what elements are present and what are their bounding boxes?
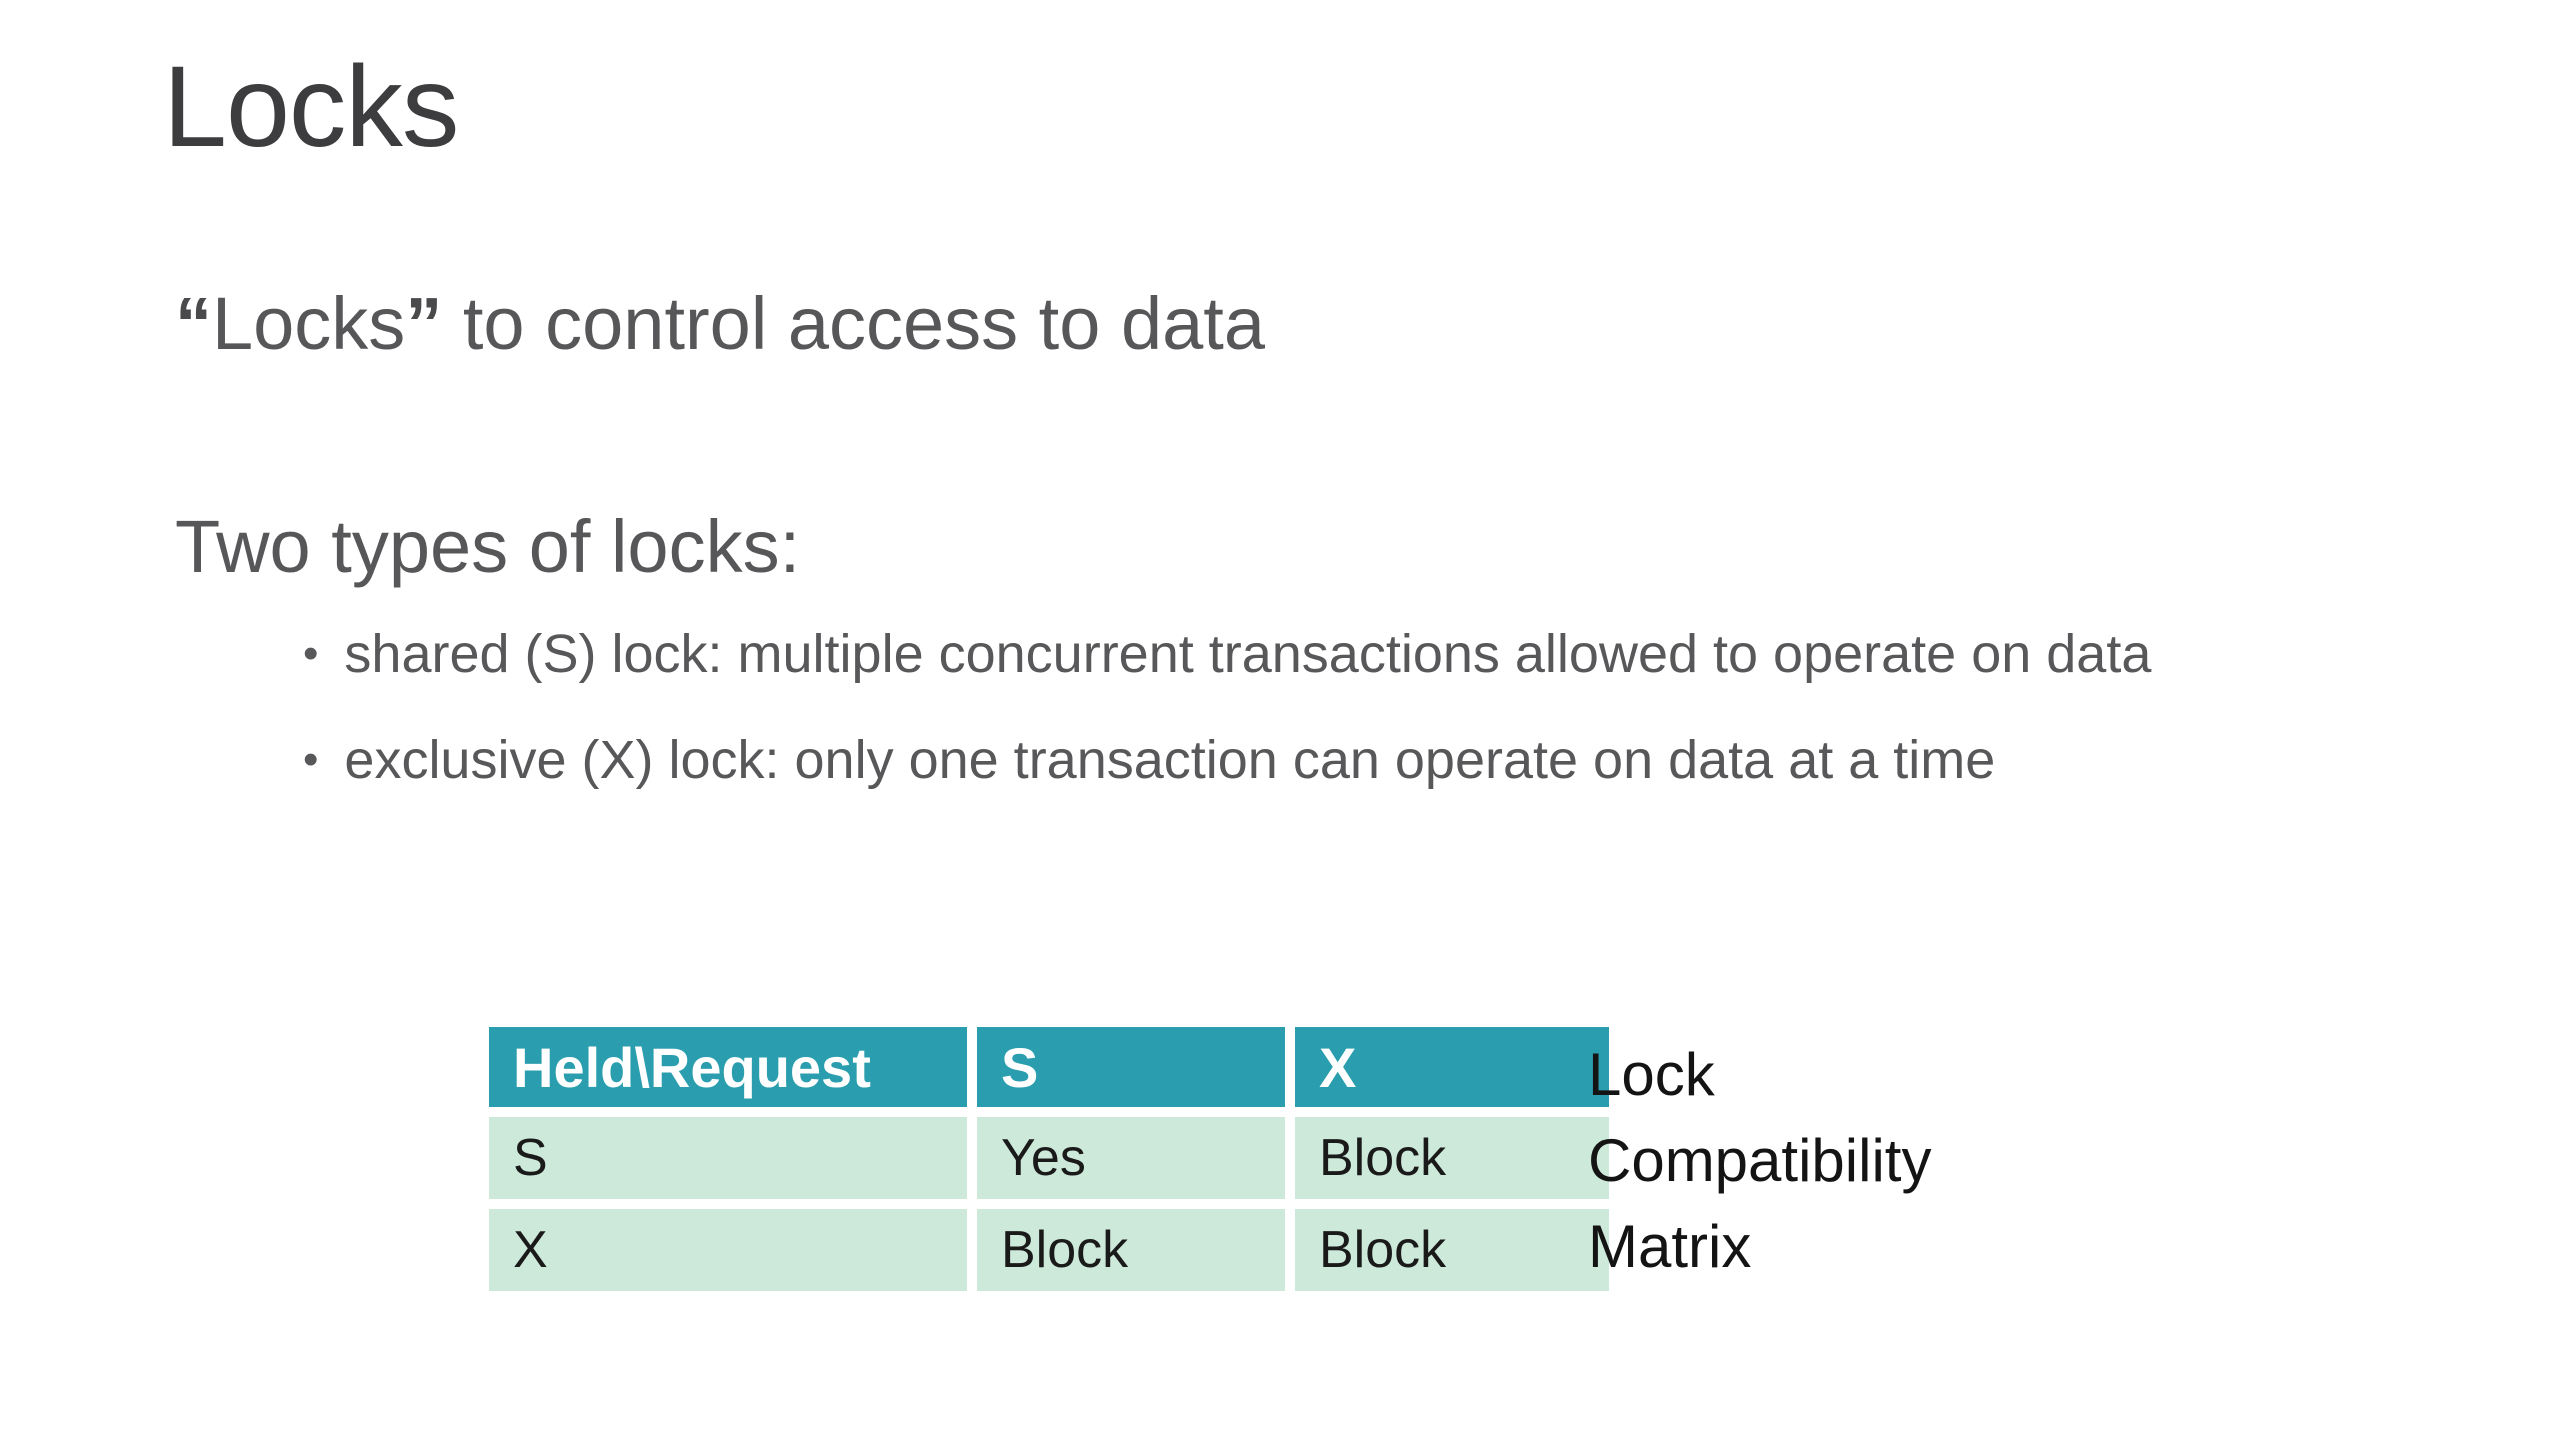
subtitle-rest: to control access to data [442,282,1265,365]
row-label-s: S [489,1117,967,1199]
cell-x-s: Block [977,1209,1285,1291]
bullet-icon: • [303,629,319,678]
list-item: • exclusive (X) lock: only one transacti… [303,718,2443,802]
bullet-text-exclusive-lock: exclusive (X) lock: only one transaction… [344,730,1996,790]
caption-line: Lock [1588,1041,1715,1108]
header-cell-x: X [1295,1027,1609,1107]
table-caption: Lock Compatibility Matrix [1588,1032,1931,1290]
table-body: S Yes Block X Block Block [489,1117,1609,1291]
caption-line: Compatibility [1588,1127,1932,1194]
section-heading: Two types of locks: [175,505,801,588]
table-header-row: Held\Request S X [489,1027,1609,1107]
bullet-text-shared-lock: shared (S) lock: multiple concurrent tra… [344,624,2152,684]
bullet-list: • shared (S) lock: multiple concurrent t… [303,612,2443,824]
header-cell-s: S [977,1027,1285,1107]
table-header: Held\Request S X [489,1027,1609,1107]
open-quote: “ [175,282,212,365]
cell-s-x: Block [1295,1117,1609,1199]
table-row: S Yes Block [489,1117,1609,1199]
subtitle: “Locks” to control access to data [175,280,1265,369]
table-row: X Block Block [489,1209,1609,1291]
list-item: • shared (S) lock: multiple concurrent t… [303,612,2443,696]
subtitle-quoted-word: Locks [212,282,406,365]
row-label-x: X [489,1209,967,1291]
cell-x-x: Block [1295,1209,1609,1291]
cell-s-s: Yes [977,1117,1285,1199]
header-cell-held-request: Held\Request [489,1027,967,1107]
caption-line: Matrix [1588,1213,1752,1280]
page-title: Locks [163,43,459,171]
lock-compatibility-table: Held\Request S X S Yes Block X Block Blo… [479,1017,1619,1301]
close-quote: ” [405,282,443,365]
bullet-icon: • [303,735,319,784]
